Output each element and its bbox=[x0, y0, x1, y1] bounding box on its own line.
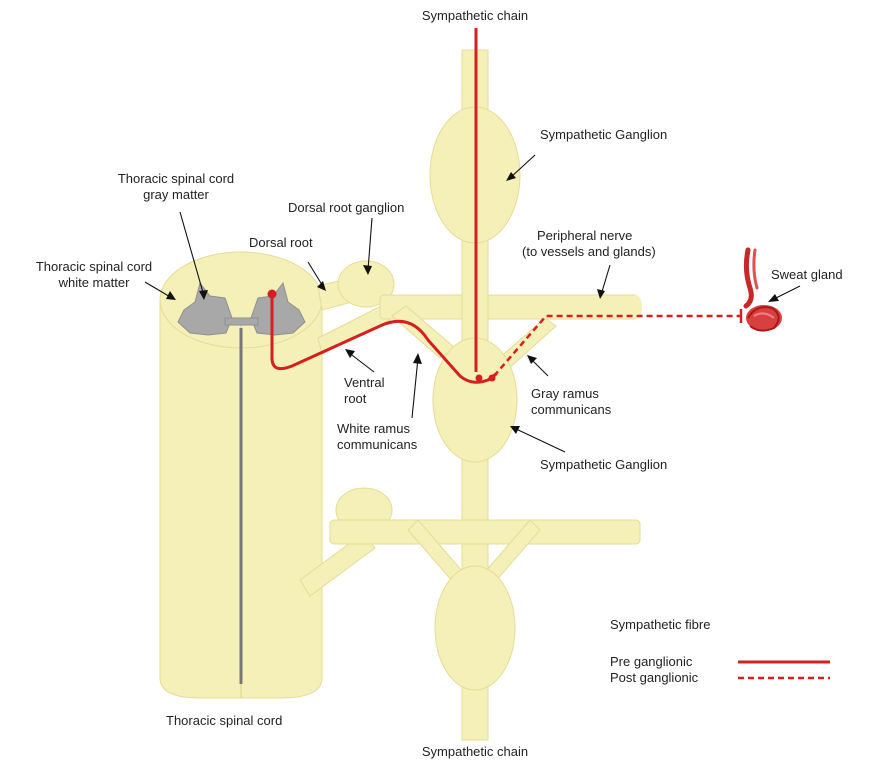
label-peripheral-nerve-2: (to vessels and glands) bbox=[522, 244, 656, 259]
legend-title: Sympathetic fibre bbox=[610, 617, 710, 632]
label-peripheral-nerve: Peripheral nerve bbox=[537, 228, 632, 243]
label-ventral-root: Ventral bbox=[344, 375, 385, 390]
label-sympathetic-ganglion-upper: Sympathetic Ganglion bbox=[540, 127, 667, 142]
label-dorsal-root: Dorsal root bbox=[249, 235, 313, 250]
label-thoracic-spinal-cord: Thoracic spinal cord bbox=[166, 713, 282, 728]
synapse-dot-1 bbox=[476, 375, 483, 382]
label-sympathetic-ganglion-lower: Sympathetic Ganglion bbox=[540, 457, 667, 472]
label-dorsal-root-ganglion: Dorsal root ganglion bbox=[288, 200, 404, 215]
sweat-gland-icon bbox=[746, 250, 782, 331]
label-gray-ramus-2: communicans bbox=[531, 402, 612, 417]
label-ventral-root-2: root bbox=[344, 391, 367, 406]
label-sympathetic-chain-top: Sympathetic chain bbox=[422, 8, 528, 23]
legend: Sympathetic fibre Pre ganglionic Post ga… bbox=[610, 617, 830, 685]
label-gray-ramus: Gray ramus bbox=[531, 386, 599, 401]
label-white-matter-2: white matter bbox=[58, 275, 130, 290]
label-white-matter: Thoracic spinal cord bbox=[36, 259, 152, 274]
label-sweat-gland: Sweat gland bbox=[771, 267, 843, 282]
label-white-ramus: White ramus bbox=[337, 421, 410, 436]
label-sympathetic-chain-bottom: Sympathetic chain bbox=[422, 744, 528, 759]
label-white-ramus-2: communicans bbox=[337, 437, 418, 452]
lower-sympathetic-ganglion bbox=[435, 566, 515, 690]
legend-pre-label: Pre ganglionic bbox=[610, 654, 693, 669]
preganglionic-cell-body bbox=[268, 290, 277, 299]
legend-post-label: Post ganglionic bbox=[610, 670, 699, 685]
label-gray-matter: Thoracic spinal cord bbox=[118, 171, 234, 186]
label-gray-matter-2: gray matter bbox=[143, 187, 209, 202]
